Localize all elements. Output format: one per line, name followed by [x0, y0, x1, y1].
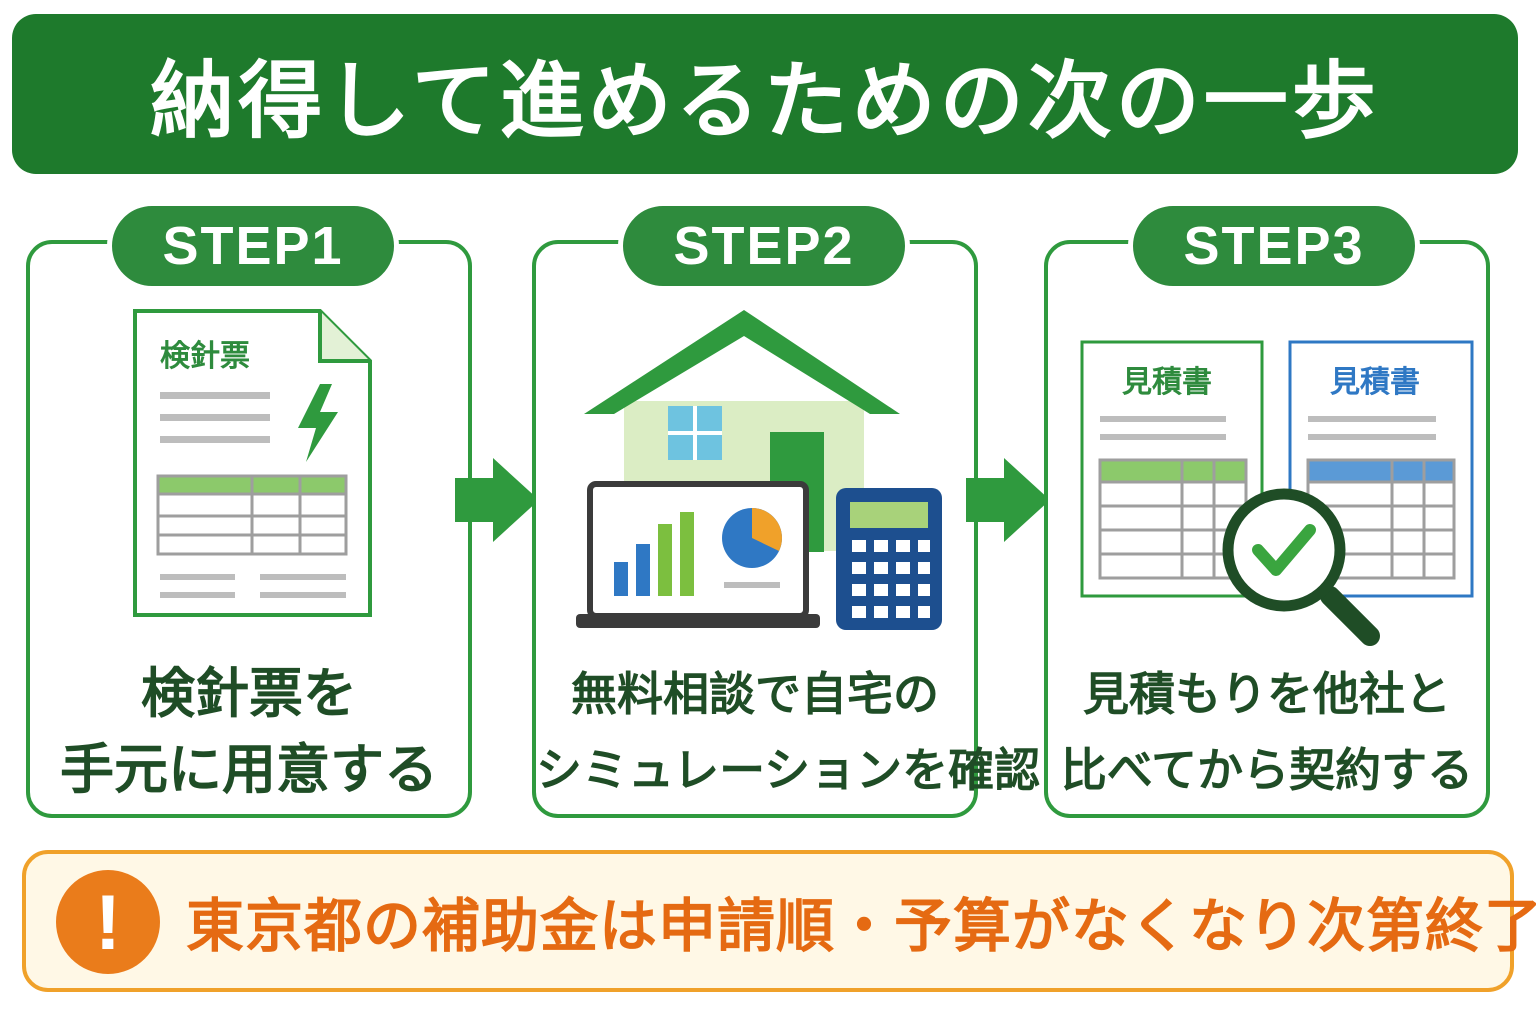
doc-title-b: 見積書 — [1330, 365, 1420, 400]
arrow-right-icon — [455, 458, 539, 542]
step-label-3: STEP3 — [1128, 201, 1420, 291]
title-banner: 納得して進めるための次の一歩 — [12, 14, 1518, 174]
arrow-right-icon — [966, 458, 1050, 542]
house-simulation-icon — [574, 306, 944, 640]
page-title: 納得して進めるための次の一歩 — [150, 51, 1380, 150]
meter-slip-document-icon: 検針票 — [130, 306, 380, 624]
doc-title-a: 見積書 — [1122, 365, 1212, 400]
estimate-compare-icon: 見積書 見積書 — [1078, 338, 1478, 662]
step-description: 検針票を 手元に用意する — [60, 662, 438, 801]
notice-bar: ! 東京都の補助金は申請順・予算がなくなり次第終了 — [22, 850, 1536, 992]
notice-text: 東京都の補助金は申請順・予算がなくなり次第終了 — [186, 892, 1536, 960]
step-description: 無料相談で自宅の シミュレーションを確認 — [536, 667, 1041, 797]
lightning-icon — [298, 384, 338, 462]
step-card-3: 見積書 見積書 見積も — [1044, 240, 1490, 818]
step-label-1: STEP1 — [107, 201, 399, 291]
step-card-1: 検針票 検針票を 手元に用意する — [26, 240, 472, 818]
step-description: 見積もりを他社と 比べてから契約する — [1060, 667, 1474, 797]
doc-title: 検針票 — [160, 339, 250, 374]
step-card-2: 無料相談で自宅の シミュレーションを確認 — [532, 240, 1041, 818]
exclamation-icon: ! — [56, 870, 160, 974]
step-label-2: STEP2 — [618, 201, 910, 291]
checkmark-icon — [1252, 524, 1316, 576]
